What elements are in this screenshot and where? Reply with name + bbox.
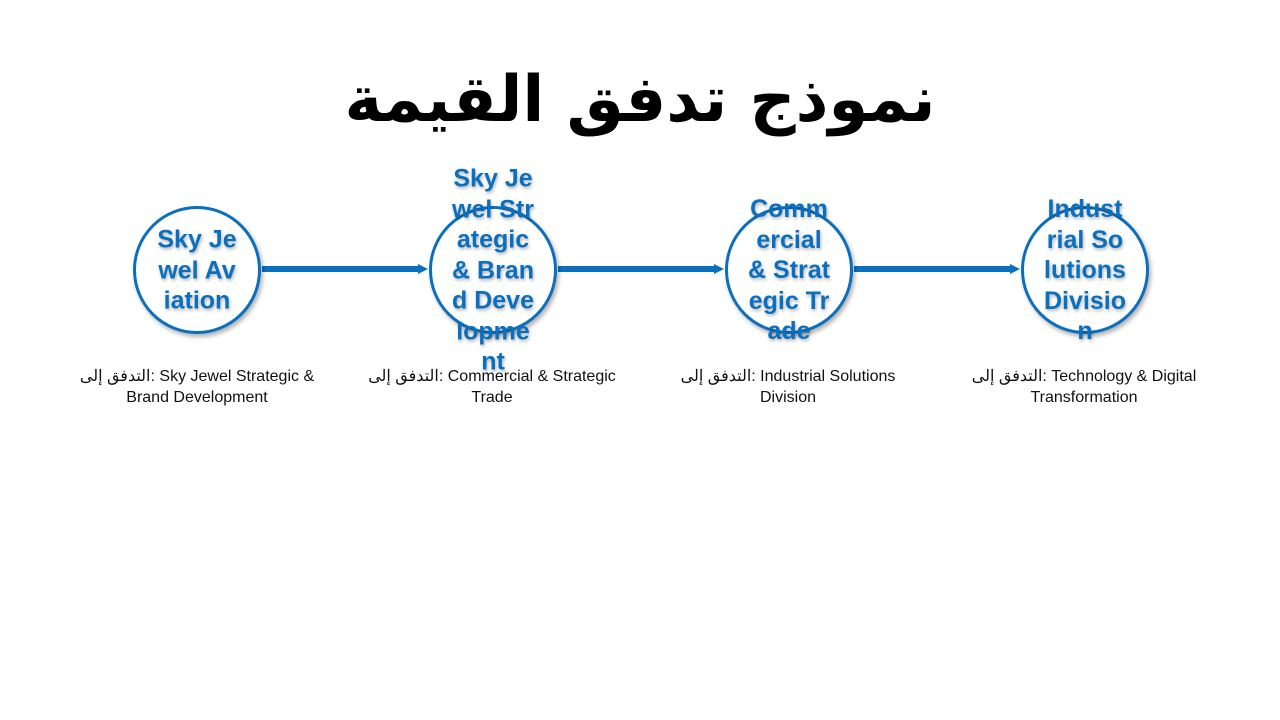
flow-arrow bbox=[854, 264, 1020, 274]
flow-arrow bbox=[262, 264, 428, 274]
node-name: Sky Jewel Aviation bbox=[157, 225, 237, 315]
node-circle: Commercial & Strategic Trade bbox=[725, 195, 853, 345]
flow-label: التدفق إلى: Industrial Solutions Divisio… bbox=[680, 368, 896, 406]
flow-label: التدفق إلى: Technology & Digital Transfo… bbox=[971, 368, 1197, 406]
flow-label: التدفق إلى: Sky Jewel Strategic & Brand … bbox=[79, 368, 315, 406]
flow-label: التدفق إلى: Commercial & Strategic Trade bbox=[368, 368, 616, 406]
node-circle: Sky Jewel Aviation bbox=[133, 206, 261, 334]
node-name: Industrial Solutions Division bbox=[1044, 194, 1126, 345]
node-circle: Sky Jewel Strategic & Brand Development bbox=[429, 164, 557, 375]
page-title: نموذج تدفق القيمة bbox=[344, 63, 936, 137]
node-name: Commercial & Strategic Trade bbox=[748, 194, 830, 345]
node-circle: Industrial Solutions Division bbox=[1021, 195, 1149, 345]
flow-arrow bbox=[558, 264, 724, 274]
node-name: Sky Jewel Strategic & Brand Development bbox=[452, 164, 534, 376]
